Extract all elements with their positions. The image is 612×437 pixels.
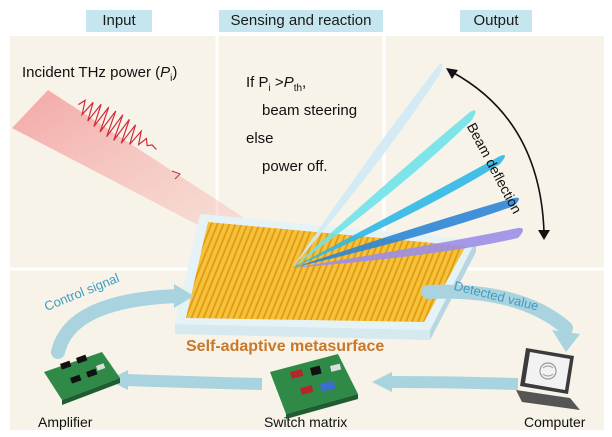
- header-output: Output: [460, 10, 532, 32]
- logic-pth-sub: th: [293, 83, 303, 94]
- logic-line-1: If Pi >Pth,: [246, 74, 306, 94]
- switch-matrix-icon: [270, 354, 358, 419]
- logic-gt: >: [270, 74, 284, 91]
- beam-deflection-arc: [451, 71, 545, 233]
- incident-power-label: Incident THz power (Pi): [22, 64, 177, 84]
- computer-icon: [516, 348, 580, 410]
- header-input: Input: [86, 10, 152, 32]
- amplifier-icon: [44, 352, 120, 405]
- incident-var: P: [160, 64, 171, 81]
- wave-arrowhead: [171, 170, 181, 180]
- amplifier-label: Amplifier: [38, 414, 93, 430]
- computer-to-switch-arrow: [389, 376, 519, 390]
- incident-text: Incident THz power (: [22, 64, 161, 81]
- logic-line-4: power off.: [262, 158, 328, 175]
- beam-1: [292, 63, 443, 269]
- deflection-arrowhead-bottom: [538, 230, 550, 240]
- metasurface-array: [186, 222, 466, 322]
- logic-if: If P: [246, 74, 269, 91]
- computer-label: Computer: [524, 414, 586, 430]
- metasurface-title: Self-adaptive metasurface: [186, 338, 385, 355]
- control-signal-arrow: [51, 289, 185, 359]
- logic-line-2: beam steering: [262, 102, 358, 119]
- beam-4: [292, 197, 519, 268]
- reflected-beams: [292, 63, 523, 269]
- header-sensing-and-reaction: Sensing and reaction: [219, 10, 383, 32]
- switch-to-amplifier-arrow: [125, 374, 263, 390]
- beam-2: [292, 110, 476, 268]
- incident-close: ): [172, 64, 178, 81]
- metasurface-front-edge: [175, 324, 430, 340]
- control-signal-arrowhead: [174, 284, 194, 308]
- beam-3: [292, 155, 505, 268]
- detected-value-arrowhead: [552, 330, 580, 352]
- detected-value-arrow: [421, 284, 573, 335]
- incident-sub: i: [170, 73, 173, 84]
- computer-to-switch-arrowhead: [372, 372, 392, 392]
- logic-comma: ,: [302, 74, 307, 91]
- switch-matrix-label: Switch matrix: [264, 414, 348, 430]
- beam-5: [292, 227, 523, 268]
- logic-pth: P: [283, 74, 294, 91]
- thz-wave: [78, 99, 157, 150]
- logic-line-3: else: [246, 130, 274, 147]
- logic-if-sub: i: [268, 83, 271, 94]
- deflection-arrowhead-top: [446, 68, 458, 79]
